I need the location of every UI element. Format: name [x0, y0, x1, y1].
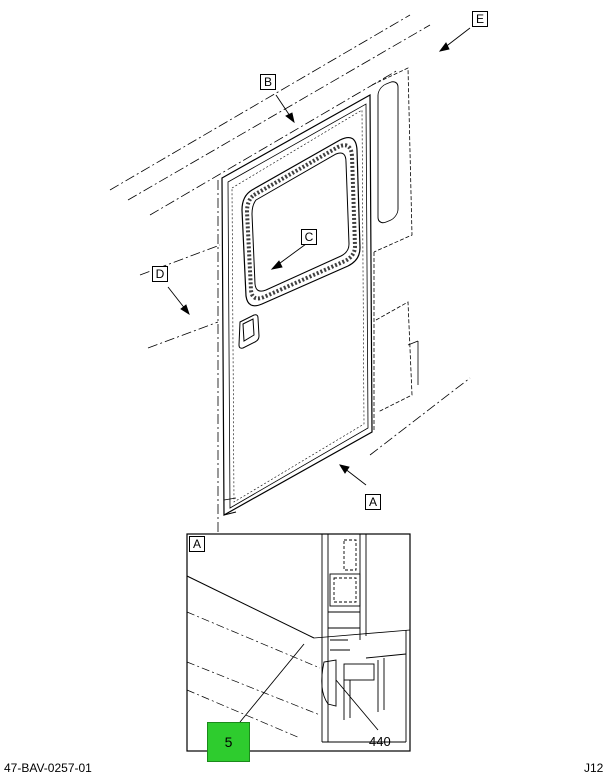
body-panel-outline [109, 14, 471, 535]
door-handle [238, 314, 260, 349]
callout-c: C [301, 229, 317, 245]
callout-e: E [472, 11, 488, 27]
sheet-code: J12 [584, 761, 604, 775]
door-frame [221, 93, 373, 517]
callout-b: B [260, 74, 276, 90]
item-number-callout: 5 [207, 722, 250, 762]
side-window-panel [371, 67, 419, 430]
detail-view-a [186, 533, 411, 752]
callout-a-main: A [365, 494, 381, 510]
callout-a-detail: A [189, 536, 205, 552]
part-number-label: 440 [369, 734, 391, 749]
leader-arrows [167, 27, 471, 486]
callout-d: D [152, 266, 168, 282]
figure-id: 47-BAV-0257-01 [4, 761, 92, 775]
door-window-seal [241, 137, 361, 307]
